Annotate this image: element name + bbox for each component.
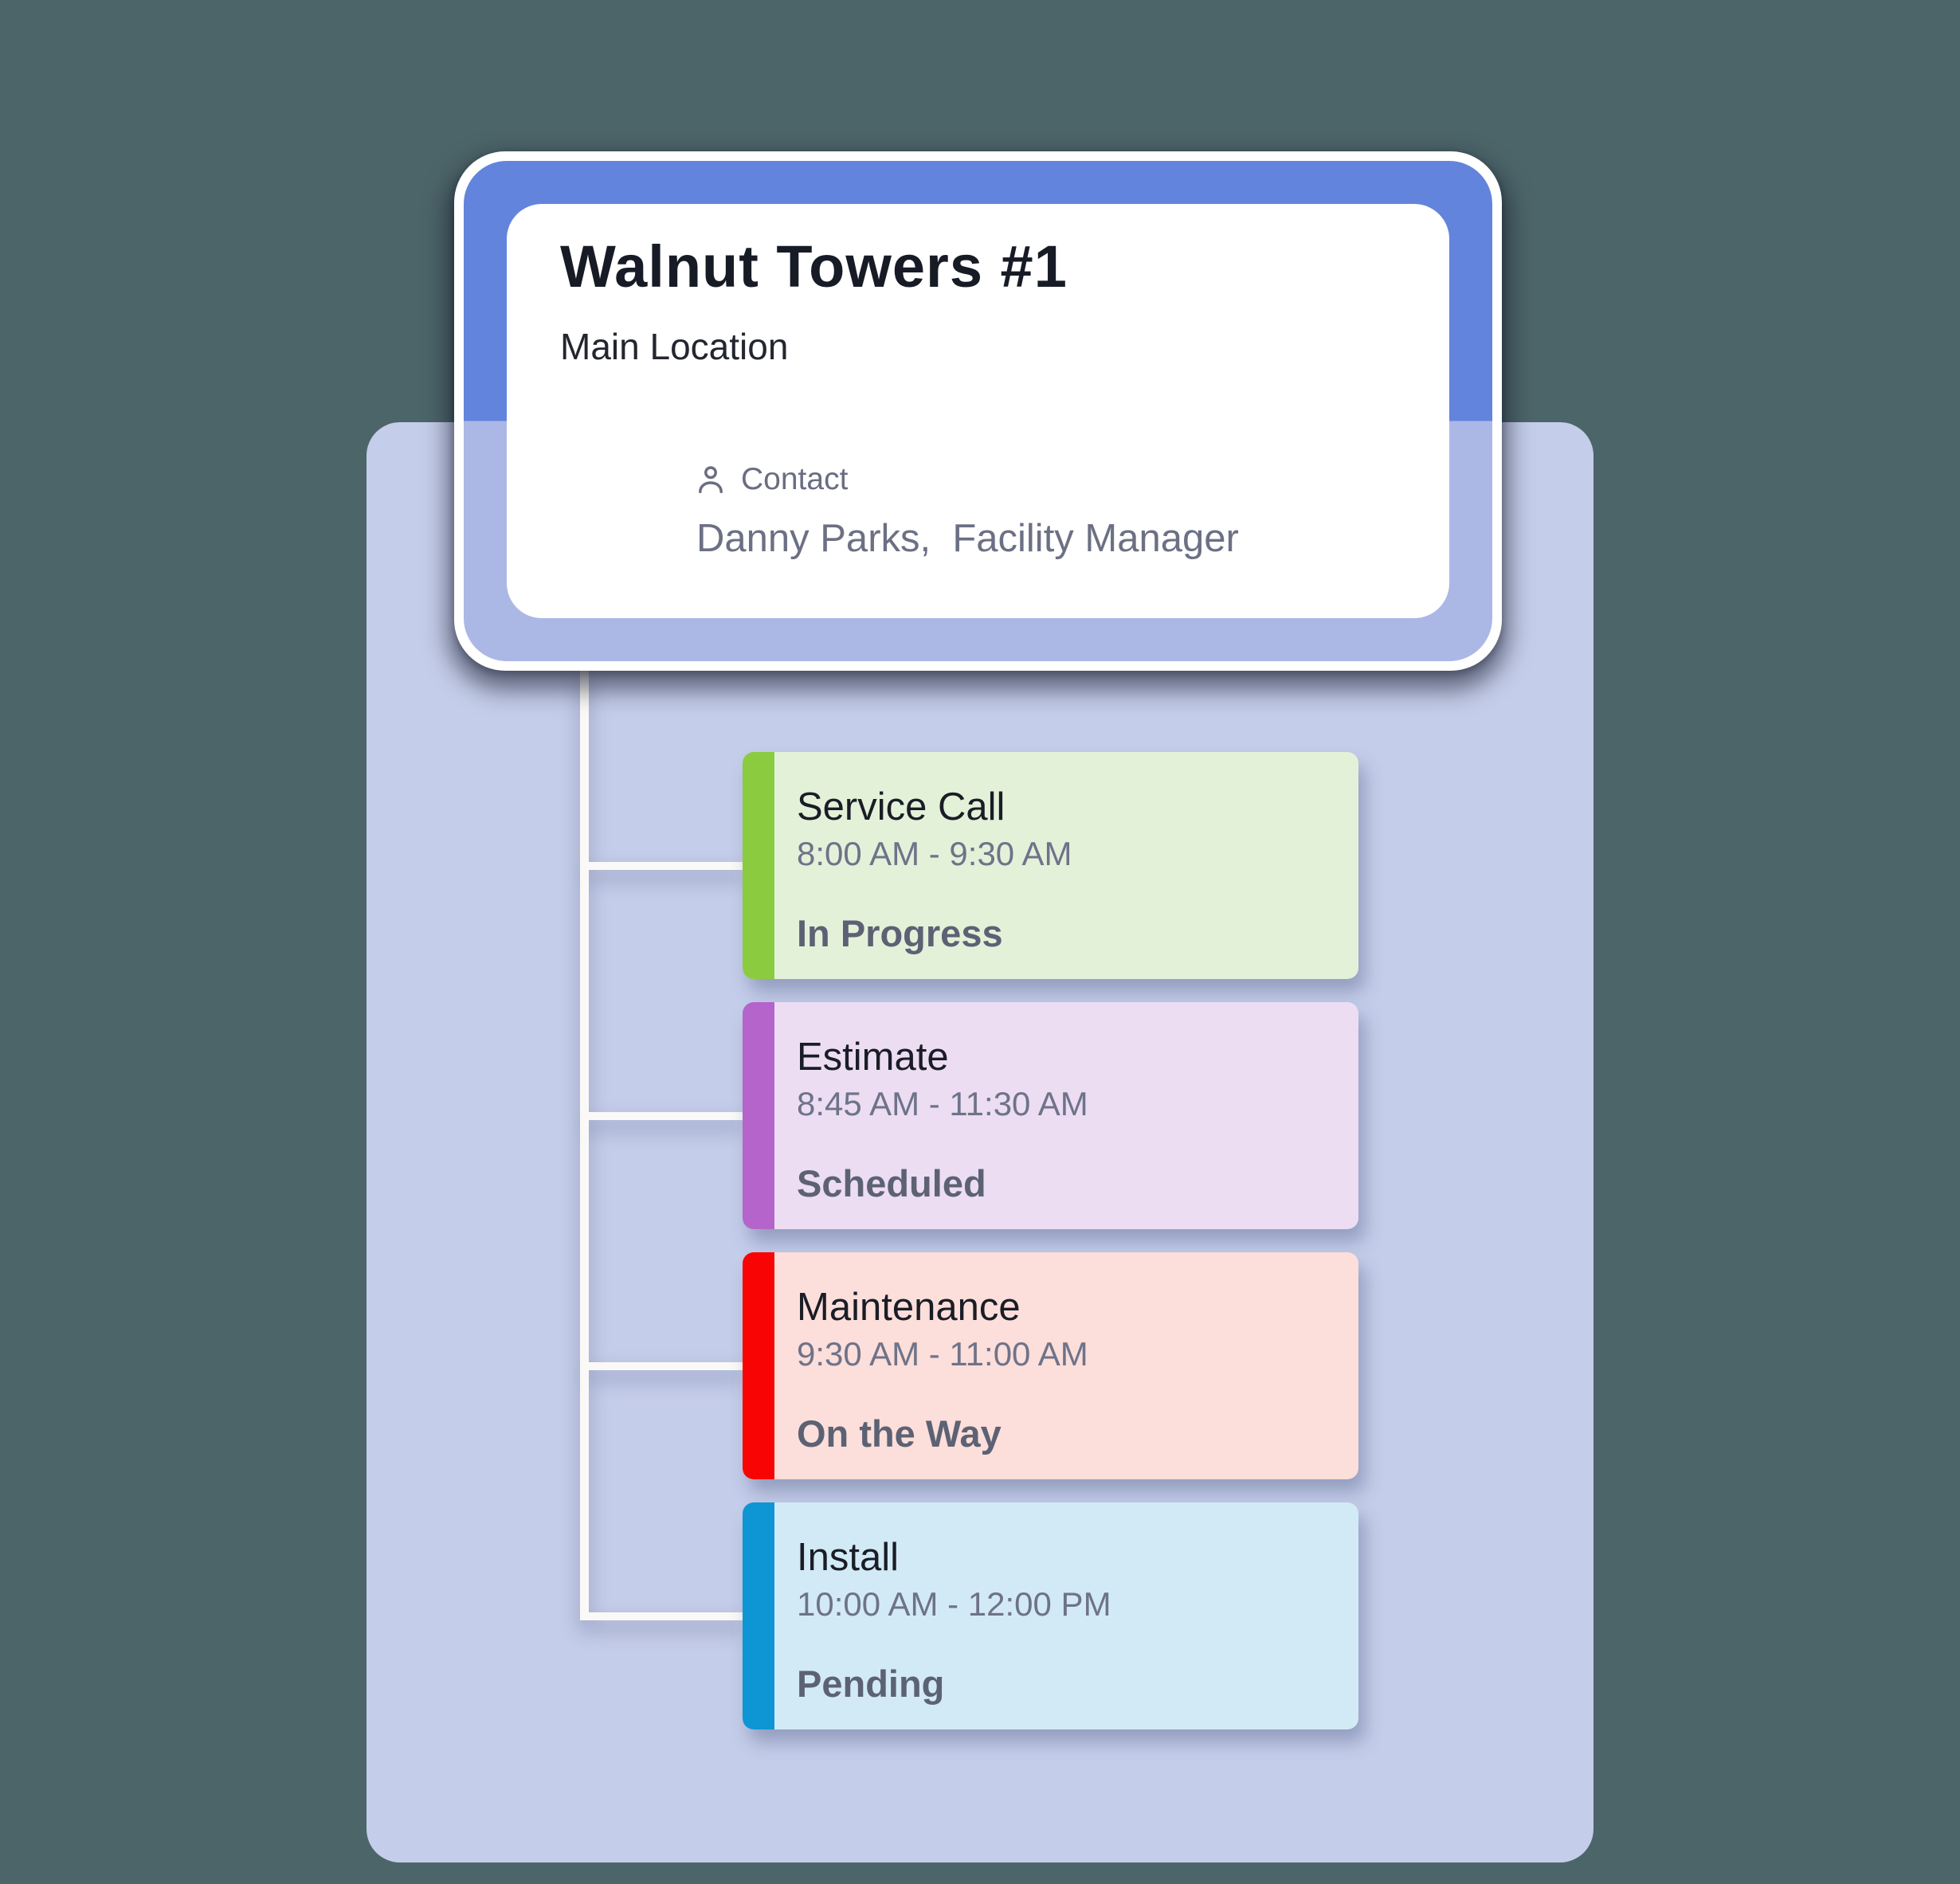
job-time: 10:00 AM - 12:00 PM	[797, 1584, 1111, 1623]
person-icon	[693, 462, 728, 497]
job-card-body: Service Call 8:00 AM - 9:30 AM In Progre…	[797, 752, 1346, 979]
job-title: Service Call	[797, 785, 1005, 828]
connector-branch	[584, 1362, 745, 1370]
location-title: Walnut Towers #1	[560, 233, 1068, 300]
location-card-body: Walnut Towers #1 Main Location Contact D…	[507, 204, 1449, 618]
job-title: Estimate	[797, 1036, 949, 1079]
connector-branch	[584, 1612, 745, 1620]
contact-row: Contact	[693, 462, 848, 497]
connector-branch	[584, 1112, 745, 1120]
job-time: 9:30 AM - 11:00 AM	[797, 1334, 1088, 1373]
job-title: Maintenance	[797, 1286, 1021, 1329]
job-title: Install	[797, 1536, 900, 1579]
location-card[interactable]: Walnut Towers #1 Main Location Contact D…	[454, 151, 1502, 671]
job-accent-bar	[743, 752, 774, 979]
connector-branch	[584, 862, 745, 870]
job-card-service-call[interactable]: Service Call 8:00 AM - 9:30 AM In Progre…	[743, 752, 1358, 979]
job-status: Pending	[797, 1663, 945, 1705]
job-card-body: Estimate 8:45 AM - 11:30 AM Scheduled	[797, 1002, 1346, 1229]
job-time: 8:00 AM - 9:30 AM	[797, 834, 1072, 872]
location-subtitle: Main Location	[560, 326, 789, 367]
job-card-maintenance[interactable]: Maintenance 9:30 AM - 11:00 AM On the Wa…	[743, 1252, 1358, 1479]
job-card-body: Install 10:00 AM - 12:00 PM Pending	[797, 1502, 1346, 1729]
job-accent-bar	[743, 1002, 774, 1229]
contact-name: Danny Parks, Facility Manager	[696, 517, 1239, 560]
job-status: In Progress	[797, 912, 1003, 954]
job-card-estimate[interactable]: Estimate 8:45 AM - 11:30 AM Scheduled	[743, 1002, 1358, 1229]
job-time: 8:45 AM - 11:30 AM	[797, 1084, 1088, 1122]
job-accent-bar	[743, 1502, 774, 1729]
connector-trunk	[580, 671, 589, 1620]
contact-label: Contact	[741, 462, 849, 496]
job-accent-bar	[743, 1252, 774, 1479]
job-card-install[interactable]: Install 10:00 AM - 12:00 PM Pending	[743, 1502, 1358, 1729]
job-status: On the Way	[797, 1412, 1002, 1455]
job-card-body: Maintenance 9:30 AM - 11:00 AM On the Wa…	[797, 1252, 1346, 1479]
job-status: Scheduled	[797, 1162, 986, 1204]
